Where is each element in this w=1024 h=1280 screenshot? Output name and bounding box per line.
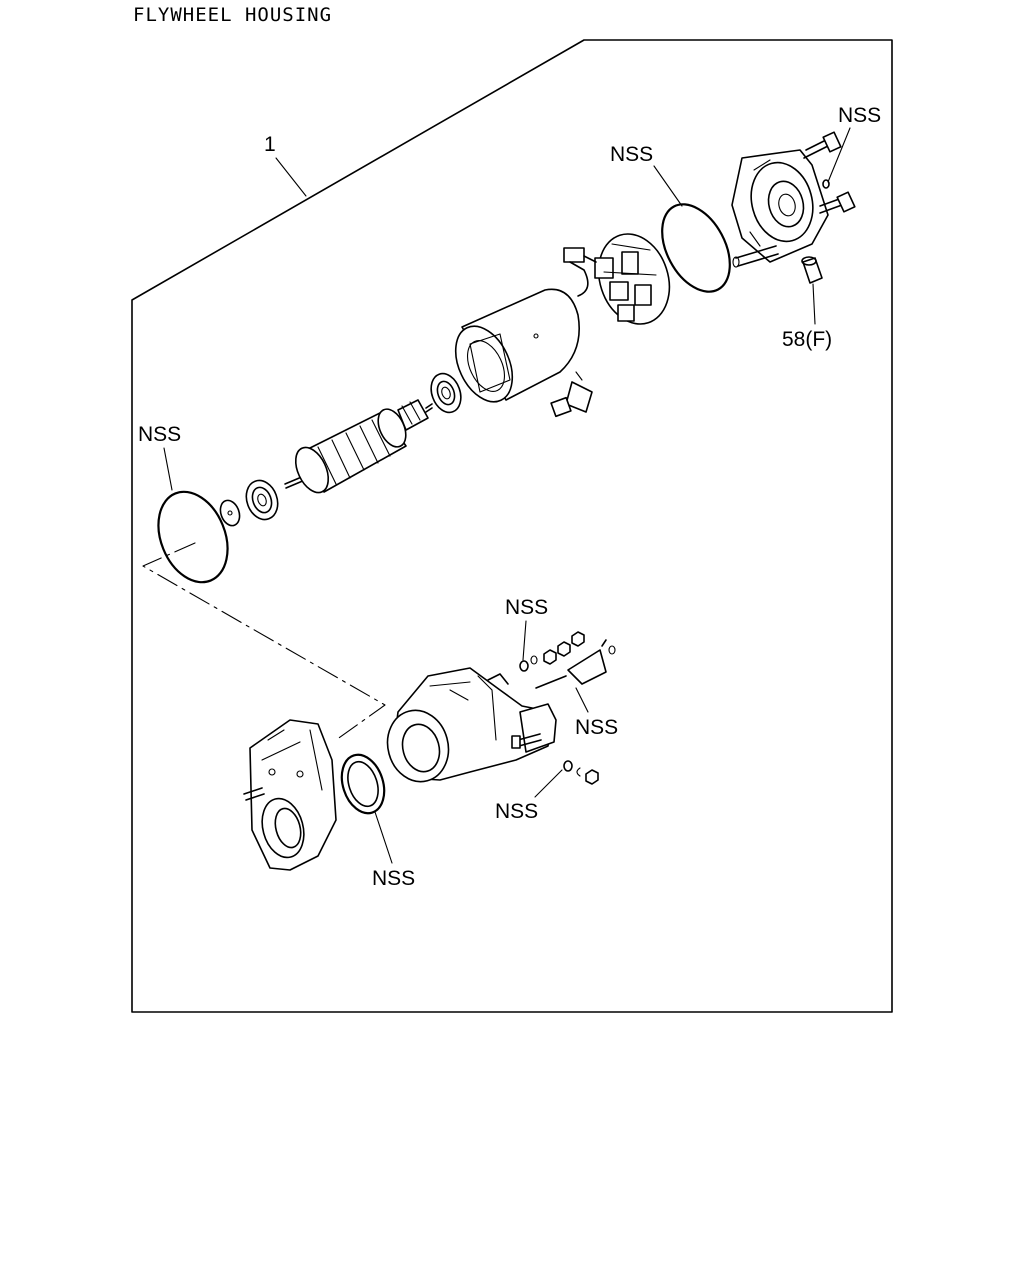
- rear-bearing: [430, 372, 462, 414]
- through-bolts: [732, 131, 856, 268]
- callout-bolt-washer-nss: NSS: [838, 104, 881, 127]
- brush-holder: [563, 233, 671, 325]
- rear-oring: [661, 203, 731, 293]
- assembly-connector-line: [142, 542, 386, 741]
- front-bearing: [245, 479, 279, 521]
- bolt-washer: [822, 179, 830, 189]
- callout-housing-seal-nss: NSS: [372, 867, 415, 890]
- callout-switch-washer-top-nss: NSS: [505, 596, 548, 619]
- leader-lines: [163, 127, 851, 864]
- front-oring: [157, 490, 229, 584]
- solenoid-hardware-top: [519, 631, 585, 672]
- switch-terminal: [535, 639, 616, 689]
- callout-assembly-1: 1: [264, 133, 276, 156]
- drive-housing: [386, 667, 557, 783]
- armature: [284, 399, 433, 494]
- solenoid-hardware-bottom: [563, 760, 599, 785]
- yoke-field-frame: [454, 261, 593, 418]
- housing-seal: [340, 753, 386, 815]
- callout-switch-terminal-nss: NSS: [575, 716, 618, 739]
- assembly-frame: [131, 39, 893, 1013]
- rear-cover: [731, 149, 829, 263]
- drive-end-housing: [243, 719, 337, 871]
- page-title: FLYWHEEL HOUSING: [133, 4, 333, 26]
- callout-front-oring-nss: NSS: [138, 423, 181, 446]
- callout-switch-washer-bottom-nss: NSS: [495, 800, 538, 823]
- callout-rear-oring-nss: NSS: [610, 143, 653, 166]
- callout-plug-58f: 58(F): [782, 328, 832, 351]
- plug-part: [801, 256, 823, 284]
- thrust-washer: [219, 499, 241, 527]
